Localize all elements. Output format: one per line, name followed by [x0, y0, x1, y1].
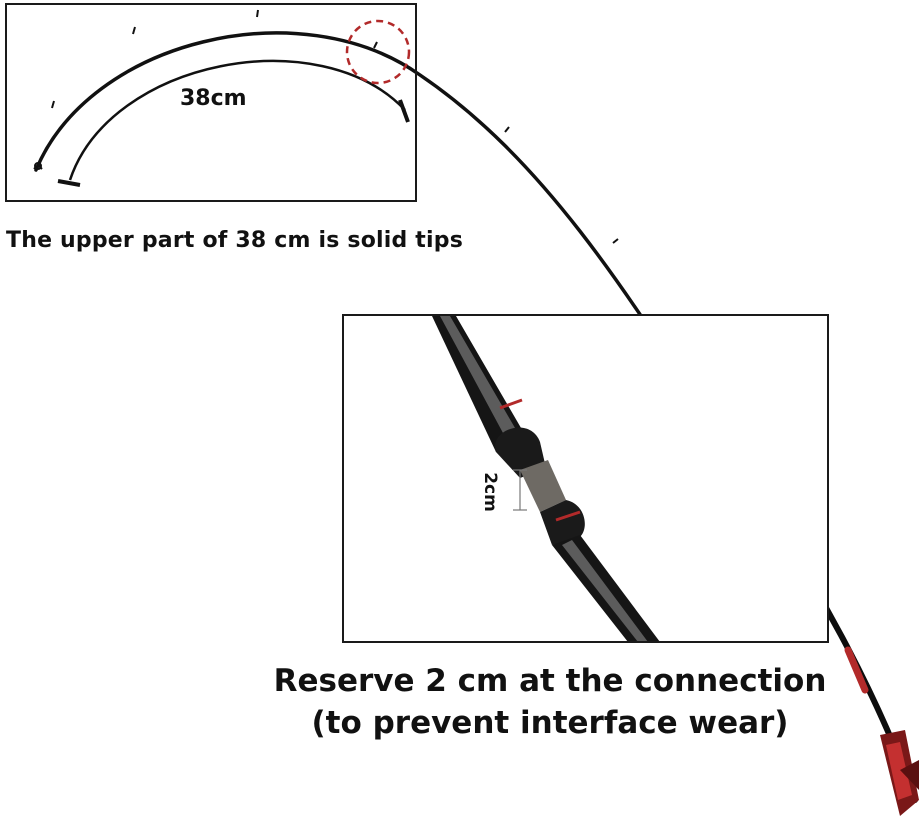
joint-red-band-lower	[555, 510, 581, 522]
connection-caption-line-1: Reserve 2 cm at the connection	[273, 663, 827, 699]
zoomed-joint	[432, 316, 660, 641]
solid-tip-caption: The upper part of 38 cm is solid tips	[6, 228, 463, 253]
tip-joint-highlight-circle	[345, 19, 411, 85]
joint-length-label: 2cm	[479, 472, 500, 512]
connection-caption: Reserve 2 cm at the connection (to preve…	[240, 660, 860, 744]
reel-seat	[880, 730, 919, 816]
tip-length-label: 38cm	[180, 86, 247, 111]
tip-length-end-cap-right	[398, 99, 410, 123]
tip-length-end-cap-left	[57, 179, 81, 187]
tip-length-arc	[68, 59, 406, 181]
joint-ferrule	[520, 460, 566, 512]
joint-dimension-bracket	[513, 469, 527, 511]
joint-detail-frame	[342, 314, 829, 643]
tip-detail-frame	[5, 3, 417, 202]
rod-red-wrap	[844, 646, 869, 694]
connection-caption-line-2: (to prevent interface wear)	[311, 705, 789, 741]
joint-red-band-upper	[499, 398, 523, 410]
